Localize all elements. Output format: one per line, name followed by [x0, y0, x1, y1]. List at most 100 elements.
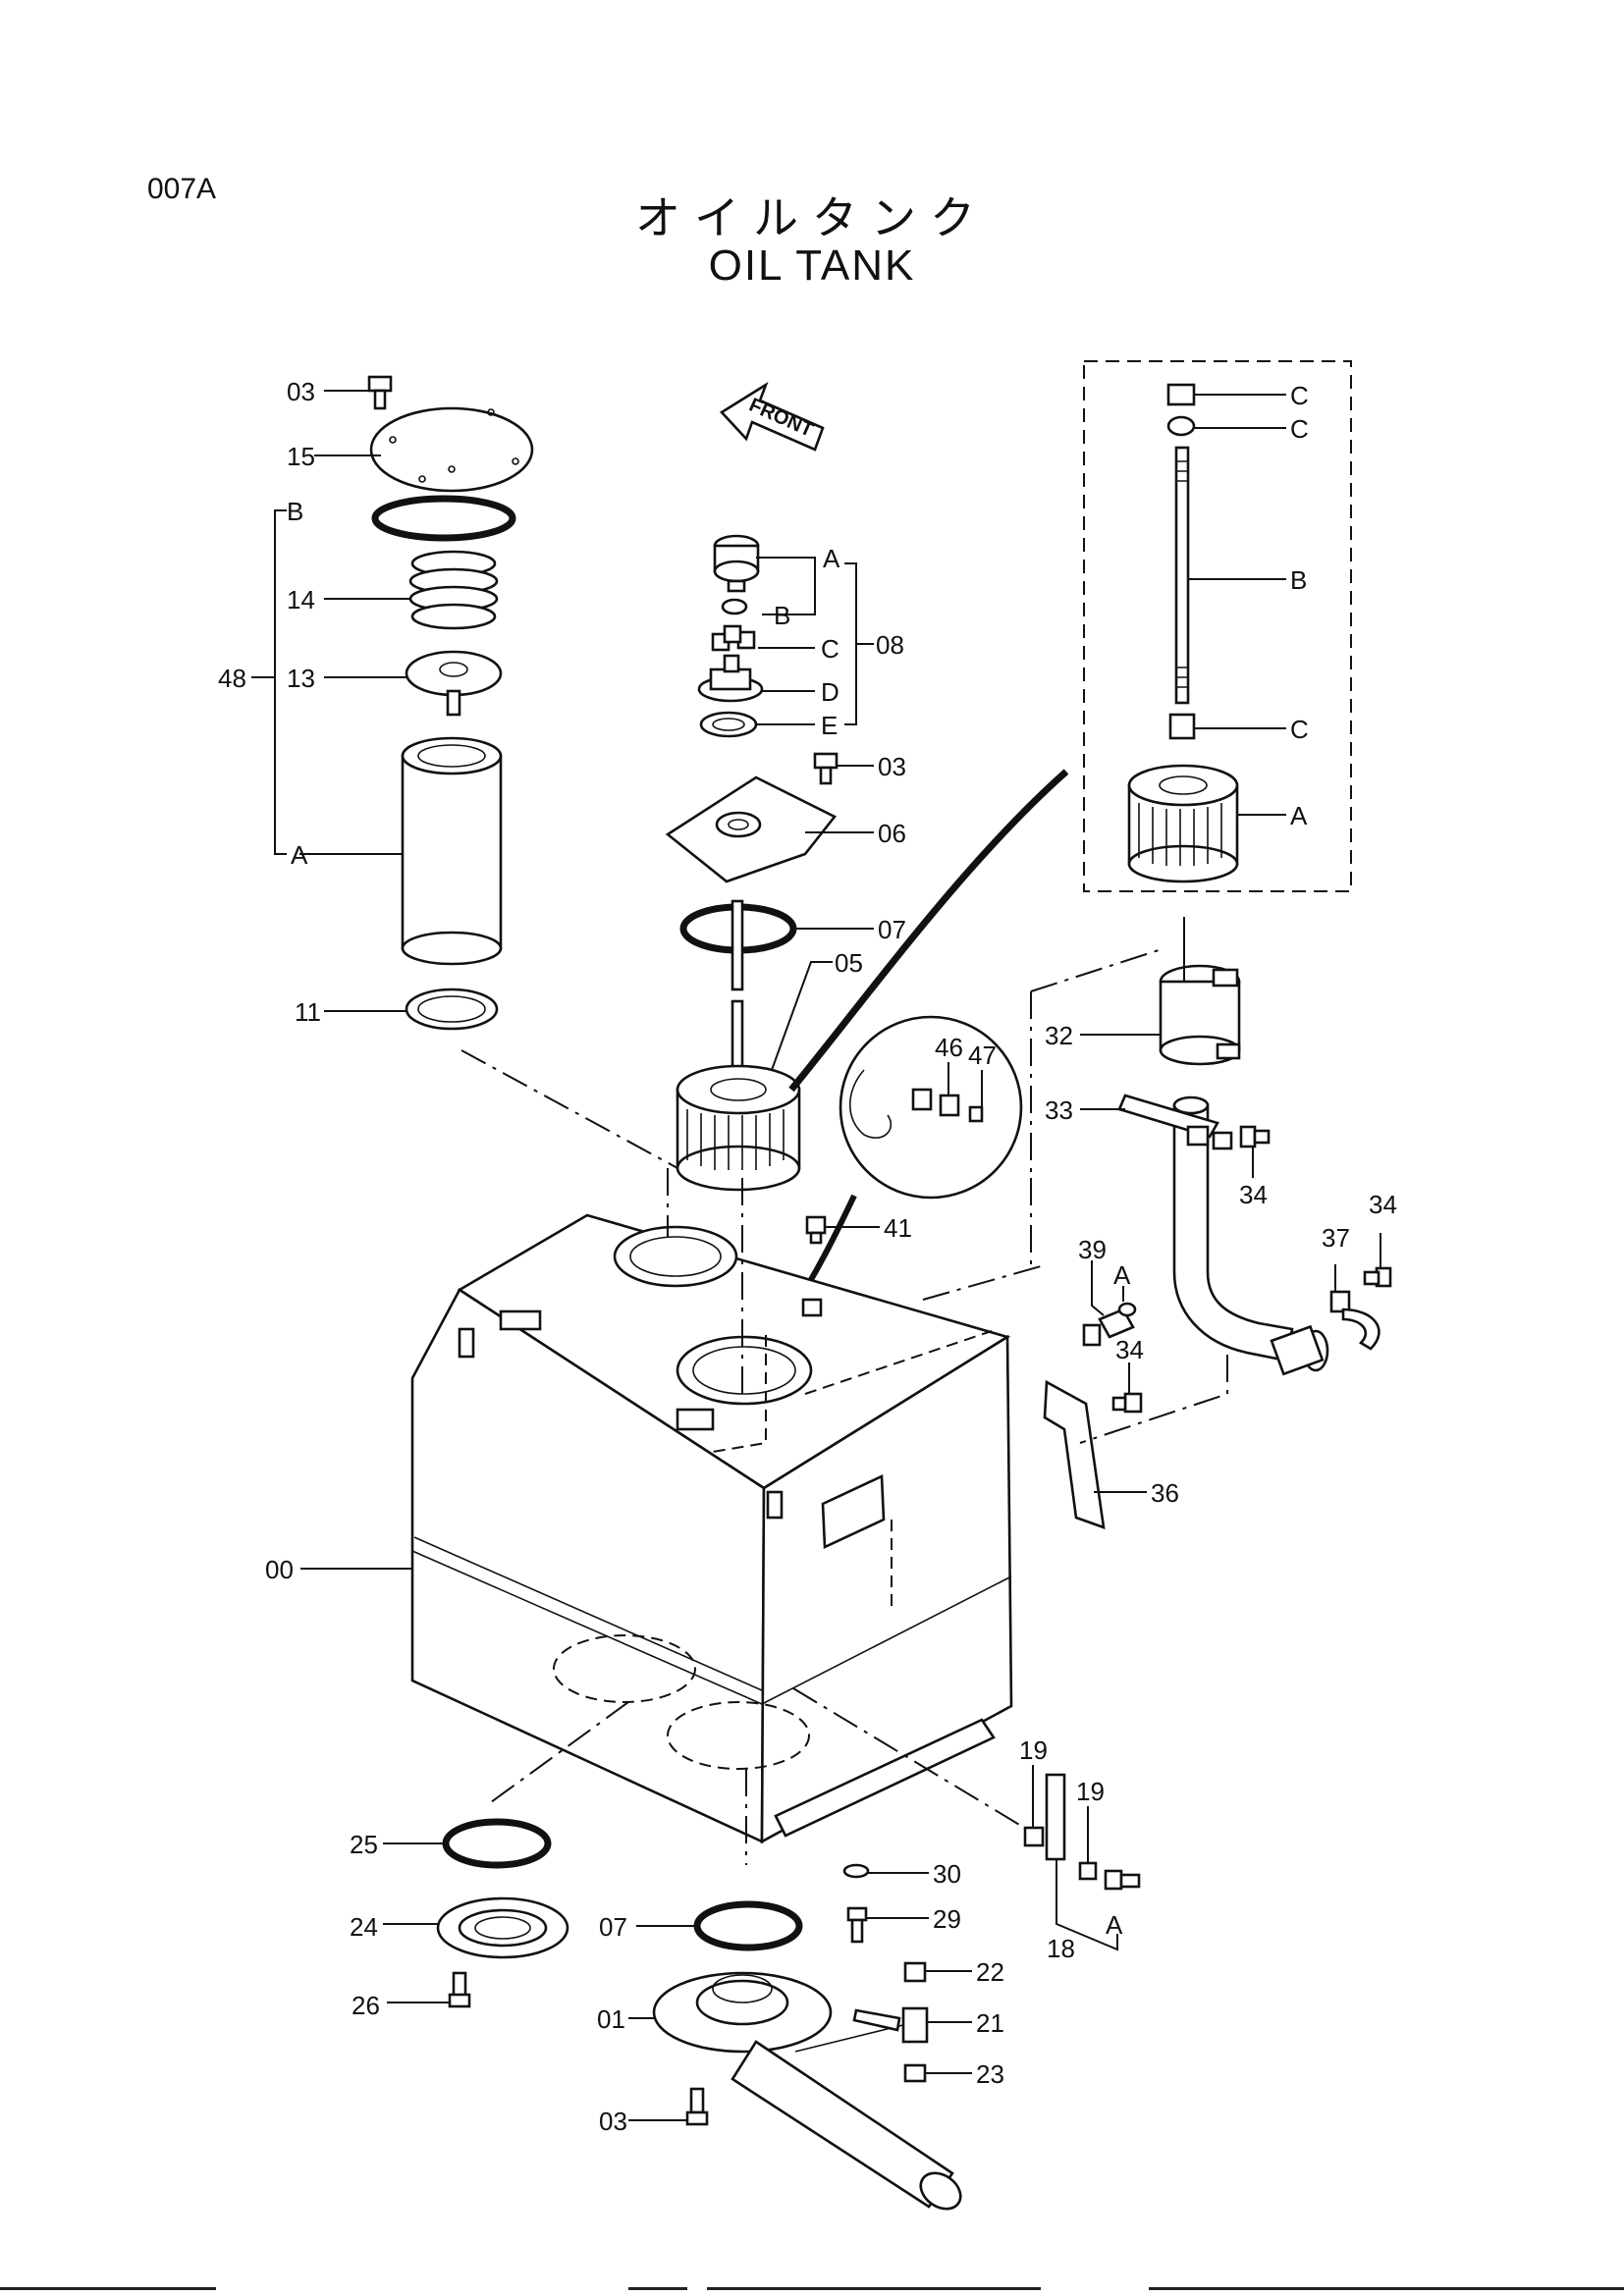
bolt-26	[448, 1971, 471, 2008]
oil-tank-body-00	[410, 1049, 1042, 1865]
label-23: 23	[976, 2059, 1004, 2089]
strainer-05	[676, 999, 801, 1192]
o-ring-25	[442, 1818, 552, 1869]
label-29: 29	[933, 1904, 961, 1934]
bolt-34-c	[1111, 1392, 1143, 1414]
rod-b	[1174, 446, 1190, 705]
label-b-rod: B	[1290, 565, 1307, 595]
filter-housing-32	[1159, 964, 1241, 1066]
body-d	[697, 654, 764, 703]
bolt-a-18	[1104, 1869, 1141, 1891]
cover-plate-15	[369, 406, 534, 493]
label-03-bottom: 03	[599, 2107, 627, 2136]
label-32: 32	[1045, 1021, 1073, 1050]
label-08-a: A	[823, 544, 840, 573]
o-ring-b	[371, 495, 516, 542]
label-47: 47	[968, 1041, 997, 1070]
label-19-a: 19	[1019, 1735, 1048, 1765]
label-c-3: C	[1290, 715, 1309, 744]
label-33: 33	[1045, 1095, 1073, 1125]
valve-13	[405, 650, 503, 717]
label-08-c: C	[821, 634, 839, 664]
label-08-e: E	[821, 711, 838, 740]
label-05: 05	[835, 948, 863, 978]
label-00: 00	[265, 1555, 294, 1584]
page-title: OIL TANK	[708, 241, 916, 290]
label-36: 36	[1151, 1478, 1179, 1508]
front-arrow: FRONT	[719, 381, 825, 452]
plug-41	[805, 1215, 827, 1245]
page-title-japanese: オイルタンク	[635, 191, 989, 244]
label-41: 41	[884, 1213, 912, 1243]
label-46: 46	[935, 1033, 963, 1062]
label-13: 13	[287, 664, 315, 693]
label-c-2: C	[1290, 414, 1309, 444]
label-30: 30	[933, 1859, 961, 1889]
label-24: 24	[350, 1912, 378, 1942]
footer-rule-1	[0, 2287, 216, 2290]
seal-e	[699, 711, 758, 738]
bolt-03-top-left	[367, 375, 393, 410]
label-39: 39	[1078, 1235, 1107, 1264]
filter-a-right	[1127, 764, 1239, 883]
washer-30	[842, 1863, 870, 1879]
nut-c-1	[1166, 383, 1196, 406]
nut-c-2	[1166, 415, 1196, 437]
spring-14	[408, 550, 499, 630]
clamp-37	[1329, 1290, 1380, 1351]
bolt-03-center	[813, 752, 839, 785]
label-c-1: C	[1290, 381, 1309, 410]
page-id: 007A	[147, 173, 217, 205]
label-39-a: A	[1113, 1260, 1131, 1290]
label-06: 06	[878, 819, 906, 848]
label-01: 01	[597, 2004, 625, 2034]
filter-assembly-48	[251, 375, 534, 1031]
label-18-a: A	[1106, 1910, 1123, 1940]
label-14: 14	[287, 585, 315, 614]
label-48: 48	[218, 664, 246, 693]
cover-plate-06	[665, 775, 838, 883]
breather-assembly-08	[665, 534, 1069, 1192]
suction-pipe-01	[652, 1971, 962, 2211]
level-gauge-18	[1045, 1773, 1066, 1861]
bolt-34-a	[1239, 1125, 1271, 1148]
plug-23	[903, 2063, 927, 2083]
label-15: 15	[287, 442, 315, 471]
label-34-b: 34	[1369, 1190, 1397, 1219]
o-ring-07-bottom	[693, 1900, 803, 1951]
o-ring-b-small	[721, 598, 748, 615]
filter-element-a	[401, 736, 503, 966]
label-03-center: 03	[878, 752, 906, 781]
label-21: 21	[976, 2008, 1004, 2038]
label-08: 08	[876, 630, 904, 660]
elbow-39	[1082, 1308, 1135, 1347]
return-pipe-assembly	[1030, 917, 1392, 1529]
plug-22	[903, 1961, 927, 1983]
cap-a	[713, 534, 760, 593]
label-25: 25	[350, 1830, 378, 1859]
label-34-c: 34	[1115, 1335, 1144, 1364]
o-ring-a-39	[1117, 1302, 1137, 1317]
label-48-a: A	[291, 840, 308, 870]
label-08-d: D	[821, 677, 839, 707]
nut-19-b	[1078, 1861, 1098, 1881]
drain-valve-21	[852, 2006, 929, 2044]
label-22: 22	[976, 1957, 1004, 1987]
footer-rule-3	[707, 2287, 1041, 2290]
bracket-36	[1043, 1379, 1106, 1529]
bracket-33	[1117, 1094, 1233, 1150]
part-c	[711, 624, 756, 652]
label-07-bottom: 07	[599, 1912, 627, 1942]
gasket-11	[405, 988, 499, 1031]
label-34-a: 34	[1239, 1180, 1268, 1209]
bolt-34-b	[1363, 1266, 1392, 1288]
detail-46-47	[788, 1015, 1023, 1313]
pipe-elbow	[1172, 1095, 1329, 1376]
label-48-b: B	[287, 497, 303, 526]
label-37: 37	[1322, 1223, 1350, 1253]
nut-19-a	[1023, 1826, 1045, 1847]
label-a-filter: A	[1290, 801, 1308, 830]
footer-rule-4	[1149, 2287, 1624, 2290]
label-18: 18	[1047, 1934, 1075, 1963]
